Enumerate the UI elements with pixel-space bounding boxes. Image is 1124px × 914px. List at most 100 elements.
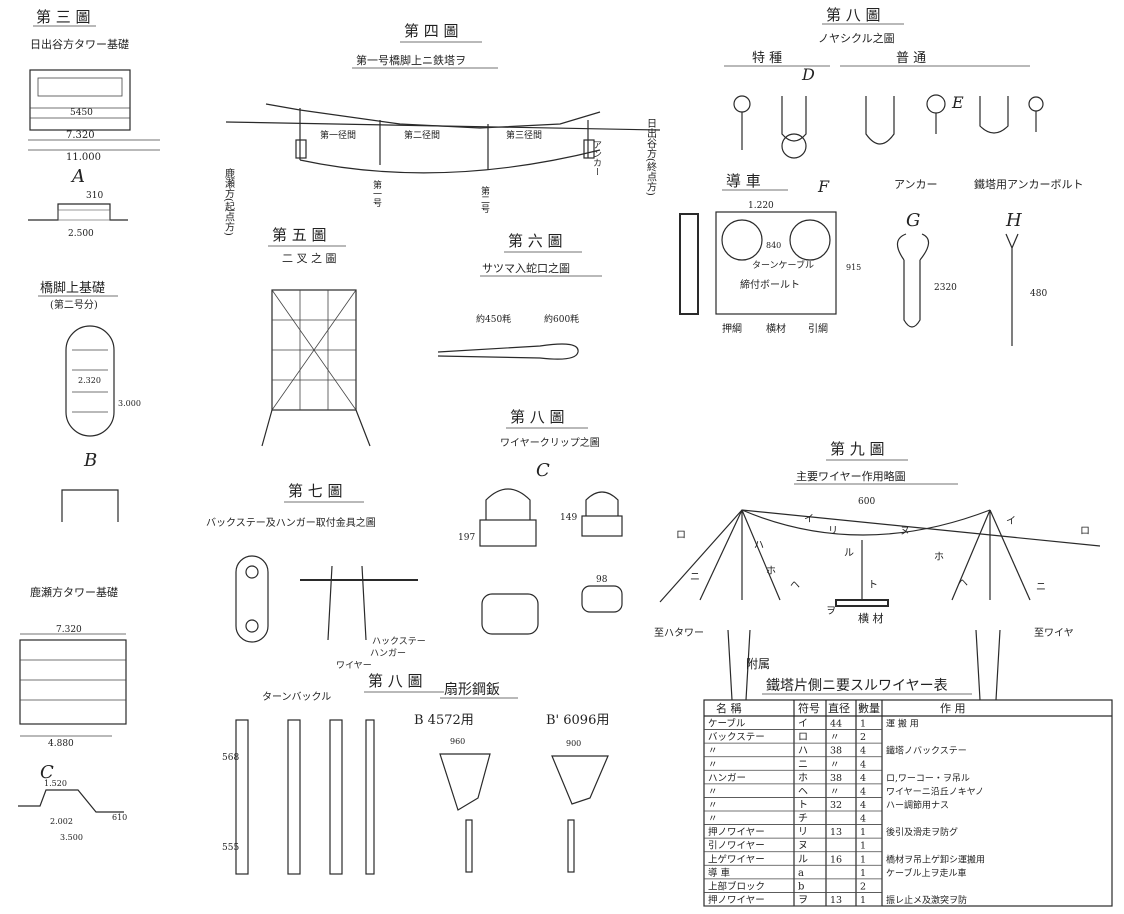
- table-cell: 〃: [708, 759, 718, 770]
- fig8-ordinary: 普 通: [896, 51, 926, 66]
- c-dim-1: 1.520: [44, 779, 67, 788]
- fig9-left-label: 至ハタワー: [654, 627, 704, 639]
- anchor-bolt: [1005, 233, 1019, 346]
- main-cable: [659, 509, 1101, 603]
- table-cell: 1: [860, 719, 866, 730]
- table-header-function: 作 用: [940, 702, 966, 715]
- fig9-letter-10: ヘ: [958, 578, 968, 589]
- fig9-span: 600: [858, 497, 875, 507]
- table-cell: チ: [798, 813, 808, 825]
- fig9-subtitle: 主要ワイヤー作用略圖: [796, 469, 906, 483]
- table-header-qty: 數量: [858, 702, 880, 715]
- kase-dim-2: 4.880: [48, 739, 74, 749]
- fig4-span-1: 第一径間: [320, 129, 356, 141]
- fig4-pier-1: 第一号: [371, 179, 382, 208]
- c-dim-4: 610: [112, 813, 127, 822]
- table-cell: 1: [860, 854, 866, 865]
- table-cell: 1: [860, 841, 866, 852]
- figure-8-hardware: 第 八 圖 ノヤシクル之圖 特 種 普 通 D E 導 車 F 1.220 84…: [679, 6, 1084, 346]
- table-cell: ロ: [798, 732, 808, 743]
- pulley-title: 導 車: [726, 172, 761, 190]
- table-cell: b: [798, 881, 804, 892]
- fig8-special: 特 種: [752, 50, 782, 66]
- table-cell: 〃: [708, 746, 718, 757]
- fig4-label-kase: 鹿瀬方(起点方): [223, 167, 235, 236]
- kase-foundation-title: 鹿瀬方タワー基礎: [30, 585, 118, 599]
- fig8-letter-g: G: [906, 210, 920, 231]
- shackle-hardware: [733, 94, 1044, 159]
- fig9-right-label: 至ワイヤ: [1034, 627, 1074, 639]
- tower-leg-left: [727, 629, 751, 701]
- table-cell: ハー調節用ナス: [886, 799, 949, 811]
- figure-5-gin-pole: 第 五 圖 二 叉 之 圖: [261, 226, 371, 447]
- turnbuckle-dim-2: 555: [222, 843, 239, 853]
- pier-plan-oval: [65, 325, 115, 437]
- fig8-letter-h: H: [1005, 210, 1022, 231]
- fig9-center-label: 横 材: [858, 611, 884, 625]
- pulley-label-2: 締付ボールト: [740, 278, 800, 291]
- bolt-dim: 480: [1030, 289, 1047, 299]
- fig9-letter-11: ホ: [934, 551, 944, 563]
- table-cell: 13: [830, 895, 842, 906]
- wire-clip-base-small: [581, 585, 623, 613]
- table-cell: 1: [860, 868, 866, 879]
- fig4-label-hideya: 日出谷方(終点方): [645, 118, 657, 196]
- fig9-letter-7: ル: [844, 548, 854, 559]
- table-cell: 1: [860, 827, 866, 838]
- fig9-letter-0: ロ: [676, 530, 686, 541]
- table-cell: 38: [830, 746, 842, 757]
- fig8b-subtitle: ワイヤークリップ之圖: [500, 436, 600, 449]
- figure-3-foundations: 第 三 圖 日出谷方タワー基礎 5450 7.320 11.000 A 310 …: [18, 8, 160, 842]
- fig3-dim-3: 11.000: [66, 152, 101, 163]
- table-cell: ハンガー: [708, 773, 746, 784]
- fig9-letter-5: リ: [828, 526, 838, 537]
- pier-dim-2: 3.000: [118, 399, 141, 408]
- fig9-letter-4: イ: [804, 514, 814, 525]
- figure-9-wire-diagram: 第 九 圖 主要ワイヤー作用略圖 600 至ハタワー 至ワイヤ 横 材 ロ ニ …: [654, 440, 1101, 701]
- foundation-plan-rect: [29, 69, 131, 131]
- table-cell: ル: [798, 854, 808, 865]
- table-cell: 2: [860, 881, 866, 892]
- wire-clip-u-large: [485, 488, 531, 520]
- table-cell: a: [798, 868, 804, 879]
- table-cell: 〃: [830, 786, 840, 797]
- fitting-plate: [235, 555, 269, 643]
- table-cell: 押ノワイヤー: [708, 894, 765, 906]
- wire-clip-base-large: [481, 593, 539, 635]
- table-cell: 4: [860, 786, 866, 797]
- table-cell: 引ノワイヤー: [708, 841, 765, 852]
- table-cell: リ: [798, 827, 808, 838]
- fig9-letter-3: ヘ: [790, 580, 800, 591]
- plate-dim-2: 900: [566, 739, 581, 748]
- table-frame: [703, 699, 1113, 907]
- fig4-span-3: 第三径間: [506, 129, 542, 141]
- table-header-diameter: 直径: [828, 701, 850, 715]
- table-cell: ロ,ワーコー・ヲ吊ル: [886, 773, 970, 784]
- table-cell: ト: [798, 800, 808, 811]
- fig8-letter-d: D: [801, 65, 815, 84]
- hanger-cable: [741, 509, 991, 536]
- table-cell: 〃: [830, 759, 840, 770]
- cable-sag: [299, 149, 601, 174]
- table-cell: 後引及滑走ヲ防グ: [886, 826, 958, 838]
- table-cell: ケーブル上ヲ走ル車: [886, 867, 966, 879]
- table-cell: 上ゲワイヤー: [708, 853, 765, 865]
- wire-clip-u-small: [585, 491, 619, 516]
- fitting-straps: [327, 565, 367, 641]
- figure-8-turnbuckle-plates: 第 八 圖 ターンバックル 568 555 扇形鋼鈑 B 4572用 B' 60…: [222, 672, 609, 875]
- fig9-letter-1: ニ: [690, 572, 700, 583]
- fig9-letter-14: ロ: [1080, 526, 1090, 537]
- table-cell: ニ: [798, 759, 808, 770]
- fig3-letter-a: A: [70, 166, 85, 187]
- pulley-carriage: [715, 211, 837, 315]
- table-cell: ホ: [798, 772, 808, 784]
- cross-member: [835, 599, 889, 607]
- wire-clip-saddle-large: [479, 519, 537, 547]
- table-cell: 38: [830, 773, 842, 784]
- table-cell: 橋材ヲ吊上ゲ卸シ運搬用: [886, 853, 985, 865]
- figure-6-eye-splice: 第 六 圖 サツマ入蛇口之圖 約450粍 約600粍: [437, 232, 602, 360]
- pulley-wheel-left: [721, 219, 763, 261]
- pulley-label-5: 引綱: [808, 322, 828, 335]
- turnbuckle-title: ターンバックル: [262, 691, 331, 703]
